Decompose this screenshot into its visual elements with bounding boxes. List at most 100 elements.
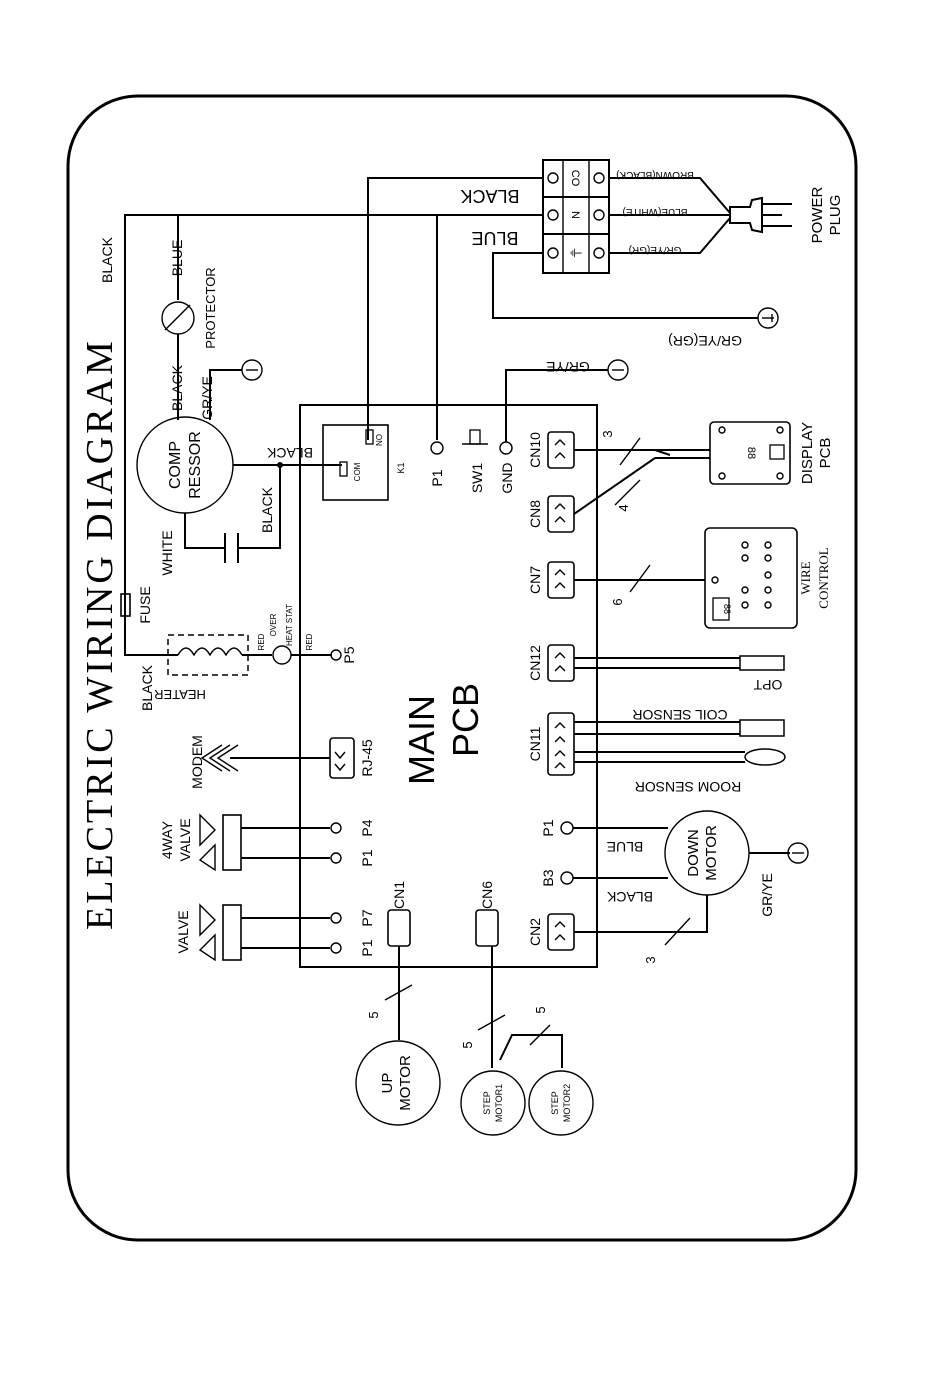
p1-valve4-label: P1 bbox=[359, 849, 375, 866]
ground-icon-gnd bbox=[607, 359, 629, 381]
terminal-n: N bbox=[569, 211, 581, 219]
k1-relay bbox=[322, 424, 389, 501]
valve-icon bbox=[198, 903, 216, 962]
p1-k-label: P1 bbox=[429, 469, 445, 486]
four-way-label-1: 4WAY bbox=[159, 820, 175, 859]
black-comp-label: BLACK bbox=[169, 364, 185, 411]
blue-motor-label: BLUE bbox=[607, 839, 644, 855]
wire-control-label-1: WIRE bbox=[798, 561, 813, 594]
compressor-label-1: COMP bbox=[167, 441, 184, 489]
down-motor-label-2: MOTOR bbox=[703, 825, 720, 881]
b3-motor-label: B3 bbox=[540, 869, 556, 886]
cn2-connector bbox=[547, 913, 575, 951]
step-motor1-icon bbox=[460, 1070, 526, 1136]
valve-coil bbox=[222, 904, 242, 961]
heater-icon bbox=[167, 634, 249, 676]
protector-label: PROTECTOR bbox=[203, 267, 218, 348]
room-sensor-label: ROOM SENSOR bbox=[635, 779, 742, 795]
wire-count-up: 5 bbox=[366, 1011, 381, 1018]
cn7-connector bbox=[547, 561, 575, 599]
ground-icon bbox=[757, 307, 779, 329]
k1-label: K1 bbox=[396, 462, 406, 473]
wire-count-cn8: 4 bbox=[616, 504, 631, 511]
ground-icon-comp bbox=[241, 359, 263, 381]
wire-count-cn7: 6 bbox=[610, 598, 625, 605]
step-motor2-label-1: STEP bbox=[550, 1091, 560, 1115]
rj45-connector bbox=[329, 737, 355, 779]
wire-blue: BLUE(WHITE) bbox=[623, 206, 688, 217]
main-pcb-label-1: MAIN bbox=[401, 695, 442, 785]
cn10-connector bbox=[547, 431, 575, 469]
display-pcb-label-2: PCB bbox=[817, 438, 834, 469]
com-label: COM bbox=[353, 462, 362, 481]
black-line-label: BLACK bbox=[460, 186, 519, 206]
down-motor-label-1: DOWN bbox=[685, 829, 702, 877]
cn6-connector bbox=[475, 909, 499, 947]
wire-count-step1: 5 bbox=[460, 1041, 475, 1048]
power-plug-label-2: PLUG bbox=[827, 195, 844, 236]
four-way-valve-coil bbox=[222, 814, 242, 871]
up-motor-icon bbox=[355, 1040, 441, 1126]
protector-icon bbox=[161, 301, 195, 335]
main-pcb-box bbox=[299, 404, 598, 968]
black-heater-label: BLACK bbox=[139, 664, 155, 711]
step-motor1-label-2: MOTOR1 bbox=[494, 1084, 504, 1122]
p1-valve-label: P1 bbox=[359, 939, 375, 956]
coil-sensor-label: COIL SENSOR bbox=[632, 707, 727, 723]
terminal-ground: ⏚ bbox=[568, 246, 583, 259]
opt-sensor-icon bbox=[739, 655, 785, 671]
cn6-label: CN6 bbox=[479, 881, 495, 909]
sw1-label: SW1 bbox=[469, 463, 485, 494]
cn12-connector bbox=[547, 644, 575, 682]
terminal-block bbox=[542, 159, 610, 274]
opt-label: OPT bbox=[753, 677, 782, 693]
black-top-label: BLACK bbox=[99, 236, 115, 283]
main-pcb-label-2: PCB bbox=[445, 683, 486, 757]
wire-control-board bbox=[704, 527, 798, 629]
blue-label: BLUE bbox=[169, 240, 185, 277]
wire-grye: GR/YE(GR) bbox=[629, 244, 682, 255]
cn12-label: CN12 bbox=[527, 645, 543, 681]
grye-down-label: GR/YE bbox=[759, 873, 775, 917]
modem-label: MODEM bbox=[189, 735, 205, 789]
ground-icon-motor bbox=[787, 842, 809, 864]
cn7-label: CN7 bbox=[527, 566, 543, 594]
wire-count-cn2: 3 bbox=[643, 956, 658, 963]
four-way-valve-icon bbox=[198, 813, 216, 872]
coil-sensor-icon bbox=[739, 719, 785, 737]
wire-count-cn10: 3 bbox=[600, 430, 615, 437]
cn11-connector bbox=[547, 712, 575, 776]
grye-top-label: GR/YE bbox=[546, 359, 590, 375]
step-motor1-label-1: STEP bbox=[482, 1091, 492, 1115]
grye-comp-label: GR/YE bbox=[199, 376, 215, 420]
wire-control-digits: 88 bbox=[722, 604, 732, 614]
no-label: NO bbox=[375, 434, 384, 446]
p5-label: P5 bbox=[341, 646, 357, 663]
cn8-connector bbox=[547, 495, 575, 533]
step-motor2-icon bbox=[528, 1070, 594, 1136]
ground-label: GR/YE(GR) bbox=[668, 333, 742, 349]
power-plug-icon bbox=[729, 196, 792, 234]
cn8-label: CN8 bbox=[527, 500, 543, 528]
over-label: OVER bbox=[269, 613, 278, 636]
black-cap-label: BLACK bbox=[259, 486, 275, 533]
wire-control-label-2: CONTROL bbox=[816, 547, 831, 608]
up-motor-label-2: MOTOR bbox=[397, 1055, 414, 1111]
compressor-label-2: RESSOR bbox=[187, 431, 204, 499]
rj45-label: RJ-45 bbox=[359, 739, 375, 777]
terminal-co: CO bbox=[569, 170, 581, 187]
heatstat-label: HEAT STAT bbox=[285, 604, 294, 646]
cn11-label: CN11 bbox=[527, 726, 543, 761]
display-digits: 88 bbox=[745, 447, 757, 459]
p7-label: P7 bbox=[359, 909, 375, 926]
four-way-label-2: VALVE bbox=[177, 818, 193, 861]
display-pcb-board bbox=[709, 421, 791, 485]
display-pcb-label-1: DISPLAY bbox=[799, 422, 816, 484]
fuse-icon bbox=[120, 593, 131, 617]
red-label-1: RED bbox=[257, 633, 266, 650]
blue-line-label: BLUE bbox=[471, 228, 518, 248]
overheat-stat-icon bbox=[272, 645, 292, 665]
diagram-title: ELECTRIC WIRING DIAGRAM bbox=[79, 338, 121, 930]
